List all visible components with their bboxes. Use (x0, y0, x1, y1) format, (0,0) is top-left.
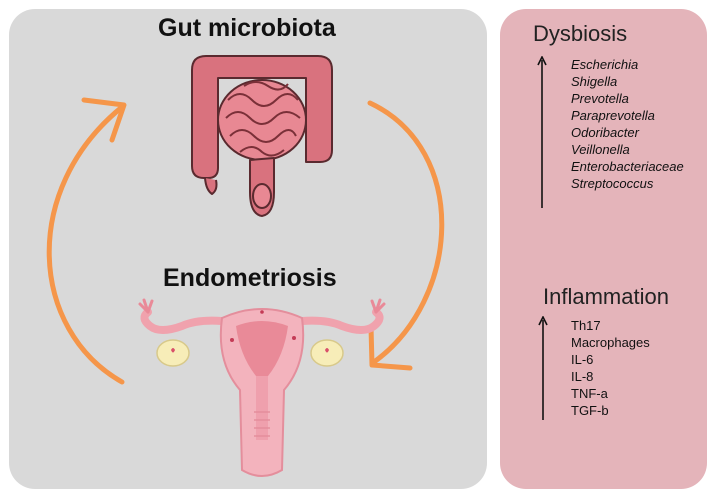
taxon-item: Streptococcus (571, 176, 654, 191)
taxon-item: Odoribacter (571, 125, 639, 140)
marker-item: Macrophages (571, 335, 650, 350)
taxon-item: Prevotella (571, 91, 629, 106)
marker-item: IL-6 (571, 352, 594, 367)
findings-panel (500, 9, 707, 489)
taxon-item: Escherichia (571, 57, 639, 72)
up-arrow-icon (537, 56, 547, 208)
uterus-icon (138, 298, 386, 477)
dysbiosis-taxa-list: Escherichia Shigella Prevotella Paraprev… (571, 56, 684, 192)
marker-item: TNF-a (571, 386, 608, 401)
marker-item: IL-8 (571, 369, 594, 384)
marker-item: TGF-b (571, 403, 609, 418)
taxon-item: Paraprevotella (571, 108, 655, 123)
taxon-item: Shigella (571, 74, 618, 89)
up-arrow-icon (538, 316, 548, 420)
cycle-arrow-icon (46, 97, 445, 385)
inflammation-markers-list: Th17 Macrophages IL-6 IL-8 TNF-a TGF-b (571, 317, 650, 419)
taxon-item: Enterobacteriaceae (571, 159, 684, 174)
gut-microbiota-title: Gut microbiota (158, 14, 336, 42)
inflammation-heading: Inflammation (543, 284, 669, 309)
taxon-item: Veillonella (571, 142, 630, 157)
marker-item: Th17 (571, 318, 601, 333)
intestine-icon (191, 55, 333, 217)
endometriosis-title: Endometriosis (163, 264, 337, 292)
dysbiosis-heading: Dysbiosis (533, 21, 628, 46)
